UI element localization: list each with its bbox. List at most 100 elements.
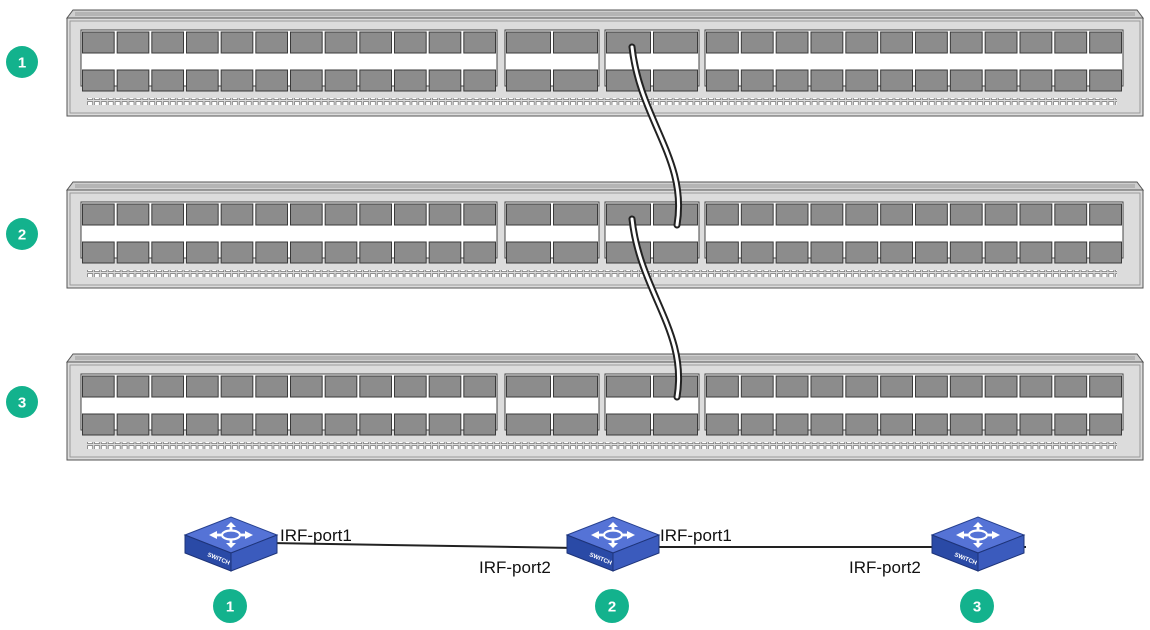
irf-port-label: IRF-port2 xyxy=(479,558,551,577)
port xyxy=(359,69,393,92)
node-badge xyxy=(213,589,247,623)
port xyxy=(463,69,497,92)
node-badge xyxy=(960,589,994,623)
port xyxy=(359,31,393,54)
port xyxy=(740,31,774,54)
port xyxy=(845,203,879,226)
port xyxy=(775,69,809,92)
port xyxy=(186,203,219,226)
port xyxy=(428,413,462,436)
port xyxy=(706,241,739,264)
port xyxy=(810,413,844,436)
port xyxy=(220,241,254,264)
port xyxy=(984,413,1018,436)
port xyxy=(506,241,551,264)
port xyxy=(1054,31,1088,54)
port xyxy=(1054,413,1088,436)
port xyxy=(186,375,219,398)
port xyxy=(82,375,115,398)
port xyxy=(428,203,462,226)
port xyxy=(359,203,393,226)
port xyxy=(1089,69,1123,92)
port xyxy=(428,69,462,92)
port xyxy=(653,413,698,436)
port xyxy=(394,241,427,264)
port xyxy=(220,69,254,92)
port xyxy=(255,203,288,226)
port xyxy=(428,375,462,398)
port xyxy=(740,413,774,436)
port xyxy=(1019,413,1053,436)
port xyxy=(290,375,323,398)
port xyxy=(1019,203,1053,226)
node-badge-label: 3 xyxy=(973,599,981,616)
port xyxy=(740,203,774,226)
port xyxy=(151,413,185,436)
port xyxy=(915,69,948,92)
port xyxy=(706,203,739,226)
port xyxy=(706,31,739,54)
port xyxy=(116,31,150,54)
port xyxy=(880,31,914,54)
port xyxy=(653,241,698,264)
port xyxy=(880,375,914,398)
port xyxy=(775,413,809,436)
port xyxy=(740,375,774,398)
port xyxy=(82,413,115,436)
cable-layer xyxy=(628,43,682,401)
port xyxy=(1054,375,1088,398)
port xyxy=(506,203,551,226)
port xyxy=(463,203,497,226)
port xyxy=(653,31,698,54)
port xyxy=(810,375,844,398)
port xyxy=(915,31,948,54)
port xyxy=(506,413,551,436)
port xyxy=(220,375,254,398)
port xyxy=(359,241,393,264)
port xyxy=(915,241,948,264)
port xyxy=(506,31,551,54)
switch-icon: SWITCH xyxy=(565,515,661,573)
port xyxy=(984,203,1018,226)
port xyxy=(915,413,948,436)
port xyxy=(290,413,323,436)
member-badge xyxy=(6,218,38,250)
port xyxy=(255,413,288,436)
port xyxy=(116,375,150,398)
port xyxy=(949,375,983,398)
port xyxy=(151,69,185,92)
port xyxy=(984,31,1018,54)
port xyxy=(845,375,879,398)
port xyxy=(82,31,115,54)
port xyxy=(810,69,844,92)
port xyxy=(1089,375,1123,398)
port xyxy=(255,31,288,54)
port xyxy=(82,203,115,226)
node-badge xyxy=(595,589,629,623)
port xyxy=(810,241,844,264)
port xyxy=(949,413,983,436)
switch-icon: SWITCH xyxy=(930,515,1026,573)
port xyxy=(290,203,323,226)
port xyxy=(553,31,598,54)
port xyxy=(324,69,358,92)
port xyxy=(394,69,427,92)
port xyxy=(775,31,809,54)
port xyxy=(606,375,651,398)
stack-cable-1-core xyxy=(630,45,680,227)
port xyxy=(1089,31,1123,54)
port xyxy=(116,203,150,226)
port xyxy=(394,375,427,398)
port xyxy=(463,375,497,398)
port xyxy=(810,31,844,54)
member-badge-label: 3 xyxy=(18,395,26,412)
member-badge xyxy=(6,46,38,78)
port xyxy=(324,375,358,398)
port xyxy=(553,69,598,92)
port xyxy=(880,241,914,264)
port xyxy=(1019,375,1053,398)
port xyxy=(324,413,358,436)
port xyxy=(290,69,323,92)
chassis-3 xyxy=(66,353,1144,461)
